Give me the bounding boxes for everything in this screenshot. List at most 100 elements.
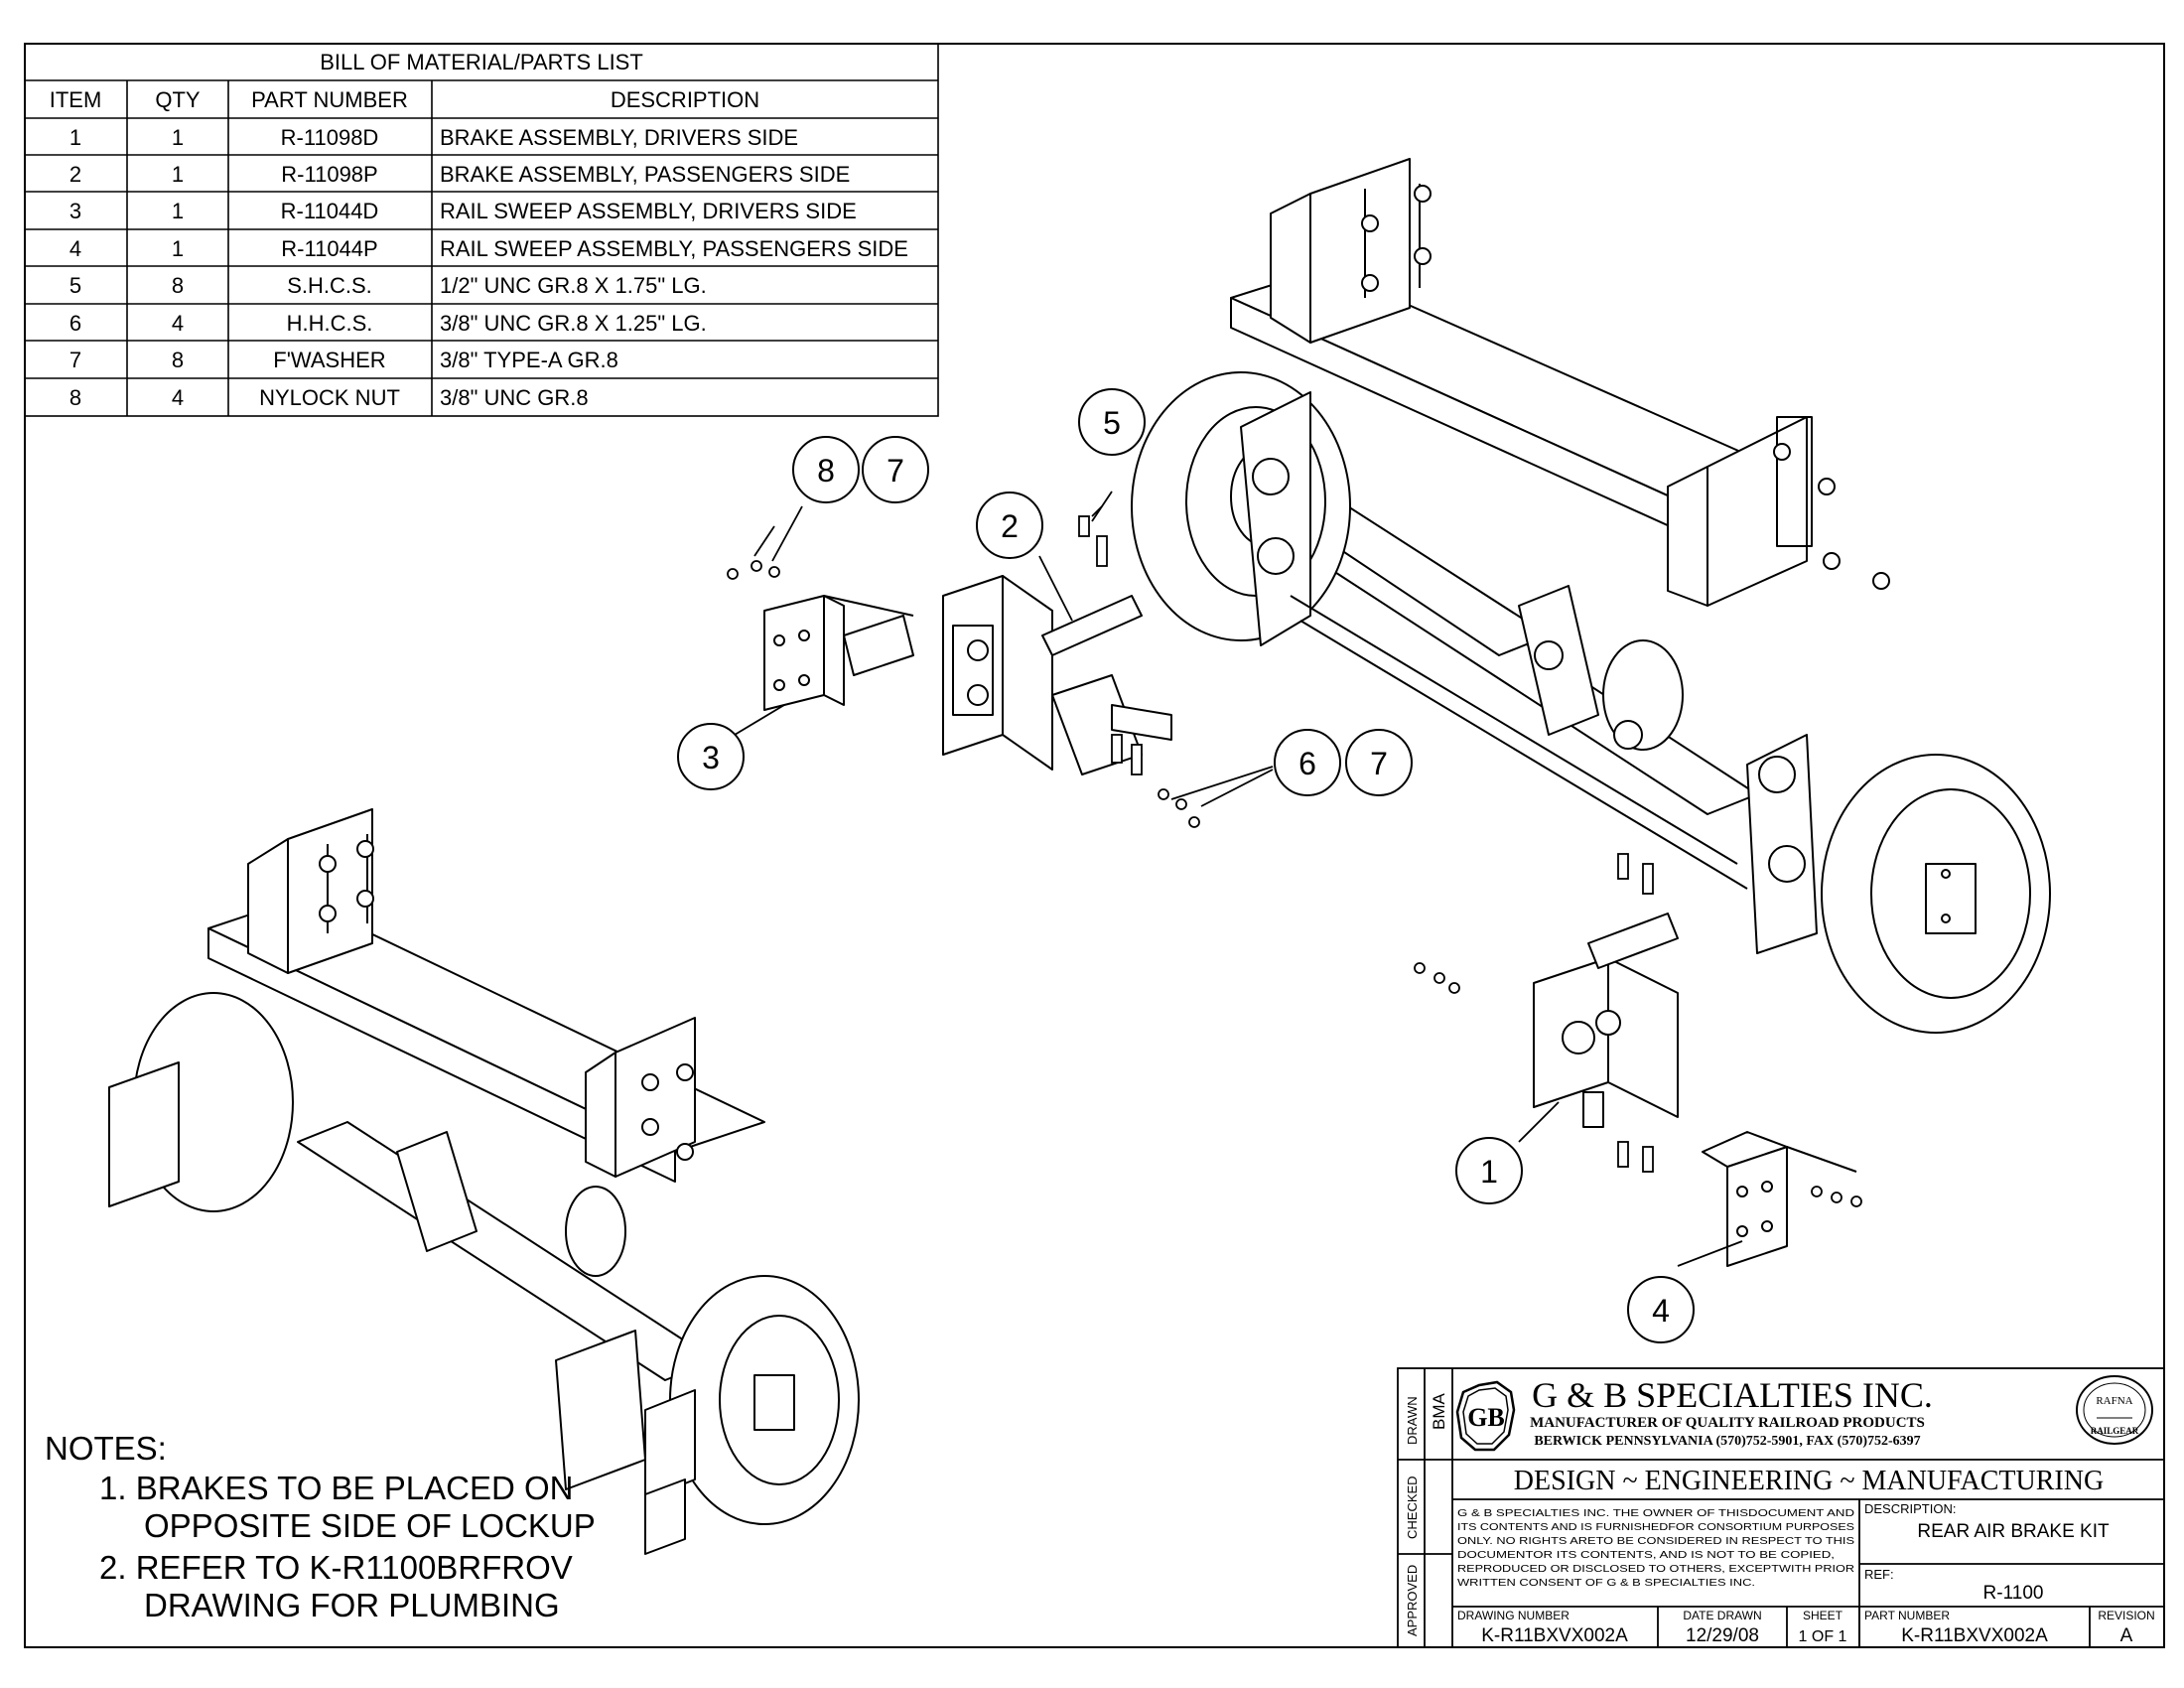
company-address: BERWICK PENNSYLVANIA (570)752-5901, FAX … [1534,1434,1920,1449]
bom-cell: 3/8" UNC GR.8 [440,385,589,410]
checked-label: CHECKED [1405,1476,1420,1539]
bom-cell: R-11044P [281,236,377,261]
bom-cell: 3/8" UNC GR.8 X 1.25" LG. [440,311,707,336]
company-name: G & B SPECIALTIES INC. [1532,1375,1933,1415]
balloon-5 [1078,388,1146,456]
note-line: DRAWING FOR PLUMBING [144,1587,560,1623]
note-line: 2. REFER TO K-R1100BRFROV [99,1549,573,1586]
bom-cell: 1 [172,162,184,187]
bom-cell: F'WASHER [273,348,385,372]
bom-cell: 7 [69,348,81,372]
confidential-line: ONLY. NO RIGHTS ARETO BE CONSIDERED IN R… [1457,1535,1854,1547]
assembled-axle-view [108,808,860,1555]
revision-value: A [2120,1625,2133,1646]
drawing-number-value: K-R11BXVX002A [1481,1625,1628,1646]
bom-cell: 5 [69,273,81,298]
rail-sweep-assembly-passengers-side [1702,1131,1857,1267]
bom-title: BILL OF MATERIAL/PARTS LIST [320,50,643,74]
rafna-text: RAFNA [2096,1395,2132,1407]
company-tagline: MANUFACTURER OF QUALITY RAILROAD PRODUCT… [1530,1415,1925,1431]
bom-cell: NYLOCK NUT [259,385,400,410]
date-drawn-value: 12/29/08 [1686,1625,1759,1646]
bill-of-material-table [24,43,939,417]
balloon-label: 8 [817,453,835,489]
bom-cell: 3/8" TYPE-A GR.8 [440,348,618,372]
balloon-7-upper [862,436,929,503]
bom-cell: 2 [69,162,81,187]
confidential-notice: G & B SPECIALTIES INC. THE OWNER OF THIS… [1457,1507,1855,1589]
note-line: OPPOSITE SIDE OF LOCKUP [144,1507,596,1544]
drawn-label: DRAWN [1405,1396,1420,1445]
bom-cell: 4 [172,311,184,336]
balloon-8 [792,436,860,503]
description-fields: DESCRIPTION: REAR AIR BRAKE KIT REF: R-1… [1864,1501,2110,1604]
rafna-railgear-logo: RAFNA RAILGEAR [2076,1375,2153,1445]
rail-sweep-assembly-drivers-side [763,595,914,711]
balloon-label: 2 [1001,508,1019,544]
confidential-line: G & B SPECIALTIES INC. THE OWNER OF THIS… [1457,1507,1855,1519]
drawn-by: BMA [1430,1393,1448,1431]
description-value: REAR AIR BRAKE KIT [1917,1521,2110,1542]
title-block-side-labels: DRAWN BMA CHECKED APPROVED [1405,1393,1448,1637]
bom-header-description: DESCRIPTION [611,87,759,112]
bolt-hardware-upper [727,515,1200,828]
title-block [1397,1367,2165,1648]
balloon-label: 1 [1480,1154,1498,1190]
brake-assembly-drivers-side [1533,913,1679,1128]
balloon-labels: 8 7 5 2 3 6 7 1 4 [702,405,1670,1329]
sheet-border [24,43,2165,1648]
gb-logo: GB [1455,1380,1516,1452]
bottom-row-fields: DRAWING NUMBER K-R11BXVX002A DATE DRAWN … [1457,1609,2155,1646]
balloon-6 [1274,729,1341,796]
bom-cell: BRAKE ASSEMBLY, DRIVERS SIDE [440,125,798,150]
bom-cell: 1 [69,125,81,150]
bom-cell: RAIL SWEEP ASSEMBLY, DRIVERS SIDE [440,199,857,223]
approved-label: APPROVED [1405,1565,1420,1636]
balloon-3 [677,723,745,790]
bolt-hardware-lower [1414,853,1862,1207]
part-number-value: K-R11BXVX002A [1901,1625,2048,1646]
balloon-label: 3 [702,740,720,775]
balloon-2 [976,492,1043,559]
balloon-label: 7 [1370,746,1388,781]
bom-cell: 1 [172,125,184,150]
motto: DESIGN ~ ENGINEERING ~ MANUFACTURING [1514,1466,2104,1496]
notes-block: NOTES: 1. BRAKES TO BE PLACED ON OPPOSIT… [45,1430,596,1623]
balloon-label: 6 [1298,746,1316,781]
bom-cell: H.H.C.S. [287,311,373,336]
bom-cell: R-11098P [281,162,377,187]
balloon-7-middle [1345,729,1413,796]
note-line: 1. BRAKES TO BE PLACED ON [99,1470,573,1506]
gb-logo-text: GB [1467,1403,1505,1432]
revision-label: REVISION [2098,1609,2154,1622]
bom-cell: RAIL SWEEP ASSEMBLY, PASSENGERS SIDE [440,236,908,261]
confidential-line: REPRODUCED OR DISCLOSED TO OTHERS, EXCEP… [1457,1563,1854,1575]
sheet-label: SHEET [1803,1609,1843,1622]
bom-text: BILL OF MATERIAL/PARTS LIST ITEM QTY PAR… [50,50,908,410]
company-header: G & B SPECIALTIES INC. MANUFACTURER OF Q… [1530,1375,1933,1449]
description-label: DESCRIPTION: [1864,1501,1956,1516]
balloon-label: 5 [1103,405,1121,441]
balloon-4 [1627,1276,1695,1343]
confidential-line: WRITTEN CONSENT OF G & B SPECIALTIES INC… [1457,1577,1755,1589]
balloon-label: 7 [887,453,904,489]
bom-cell: 4 [172,385,184,410]
drawing-number-label: DRAWING NUMBER [1457,1609,1570,1622]
bom-cell: 3 [69,199,81,223]
confidential-line: ITS CONTENTS AND IS FURNISHEDFOR CONSORT… [1457,1521,1854,1533]
bom-cell: BRAKE ASSEMBLY, PASSENGERS SIDE [440,162,850,187]
balloon-label: 4 [1652,1293,1670,1329]
bom-cell: 8 [69,385,81,410]
bom-cell: R-11098D [281,125,379,150]
ref-label: REF: [1864,1567,1894,1582]
callout-leaders [734,491,1743,1267]
bom-cell: 1 [172,236,184,261]
confidential-line: DOCUMENTOR ITS CONTENTS, AND IS NOT TO B… [1457,1549,1835,1561]
bom-cell: 6 [69,311,81,336]
callout-balloons [677,388,1695,1343]
bom-cell: 1/2" UNC GR.8 X 1.75" LG. [440,273,707,298]
notes-title: NOTES: [45,1430,167,1467]
bom-cell: 8 [172,348,184,372]
ref-value: R-1100 [1983,1583,2044,1604]
railgear-text: RAILGEAR [2091,1426,2139,1436]
